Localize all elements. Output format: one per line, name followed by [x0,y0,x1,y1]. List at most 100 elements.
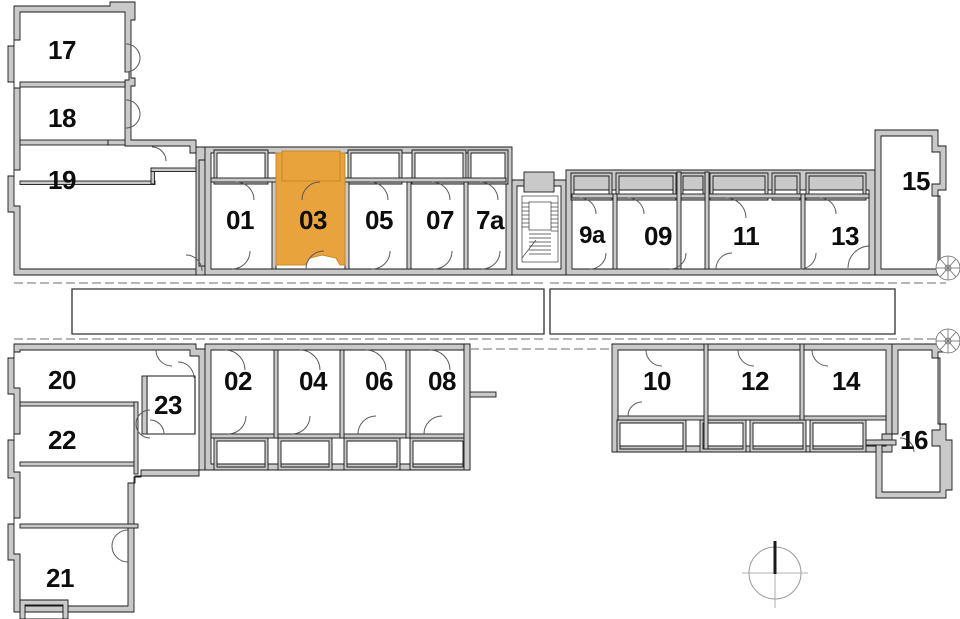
wall-10-12 [703,343,709,450]
south-stub [469,391,497,398]
wall-17-18 [19,81,126,88]
spiral-lower-treads [936,329,960,353]
spiral-staircase-lower [935,328,960,354]
room-label-11[interactable]: 11 [732,221,760,251]
room-label-07[interactable]: 07 [426,205,454,235]
room-label-20[interactable]: 20 [48,365,76,395]
door-16-n [899,437,915,453]
spiral-upper-treads [936,256,960,280]
wall-09-11 [676,171,682,270]
door-08-n [429,349,451,371]
wall-18-19 [19,139,109,146]
room-label-23[interactable]: 23 [154,390,182,420]
west-upper-outer-wall [7,1,206,276]
room-label-7a[interactable]: 7a [476,205,504,235]
door-10-n [645,349,663,367]
door-15-s [847,245,871,269]
wall-core-sep [704,171,710,270]
door-9a-n [579,197,597,215]
wall-south-bay-base [210,433,465,439]
door-04-s [291,415,311,435]
door-11-n [725,197,747,219]
door-07-s [433,250,453,270]
door-02-n [224,349,246,371]
stair-treads-bottom [529,233,551,255]
wall-se-bay-base [617,415,887,421]
door-14-n [811,349,829,367]
room-label-09[interactable]: 09 [644,221,672,251]
room-label-05[interactable]: 05 [365,205,393,235]
room-label-15[interactable]: 15 [902,166,930,196]
room-label-9a[interactable]: 9a [579,222,605,249]
door-02-s [227,415,247,435]
wall-04-06 [339,349,345,439]
door-03-s [305,250,325,270]
room-label-08[interactable]: 08 [428,366,456,396]
door-20-e [155,349,173,367]
room-label-02[interactable]: 02 [224,366,252,396]
corridor-dashed-edges [14,282,946,350]
door-23-n [177,361,195,379]
stairwell-upper-box [523,171,555,193]
stair-treads-right [551,202,558,232]
stair-diagonal [521,239,537,259]
door-21-e [111,529,129,563]
door-22-e [149,419,165,435]
spiral-staircase-upper [935,255,960,281]
highlighted-room-03[interactable] [275,150,346,266]
room-label-03[interactable]: 03 [299,205,327,235]
door-08-s [423,415,443,435]
south-wing-outer-wall [204,343,471,471]
stair-shaft [528,201,552,231]
door-03-n [301,181,321,201]
walls-group [7,1,953,619]
south-east-wing-outer-wall [611,343,893,453]
wall-east-connector [865,439,897,446]
wall-06-08 [405,349,411,439]
wall-12-14 [799,343,805,421]
room-label-06[interactable]: 06 [365,366,393,396]
door-7a-n [479,181,499,201]
wall-lower-v1 [133,401,139,475]
room-label-21[interactable]: 21 [46,563,74,593]
room-03-bay-top[interactable] [281,150,341,182]
door-18-e [125,99,141,129]
room-label-14[interactable]: 14 [832,366,860,396]
corridor-west [71,288,545,335]
wall-south-right-end [463,343,471,471]
north-arrow [742,541,808,608]
door-05-n [369,181,389,201]
wall-11-13 [800,193,806,270]
corridor-connectors [71,289,896,334]
wall-9a-09 [612,193,618,270]
room-label-16[interactable]: 16 [900,425,928,455]
door-13-n [819,197,837,215]
room-label-12[interactable]: 12 [741,366,769,396]
room-label-01[interactable]: 01 [226,205,254,235]
room-label-18[interactable]: 18 [48,103,76,133]
door-09-n [627,197,645,215]
room-label-04[interactable]: 04 [299,366,327,396]
wall-north-bay-base [210,177,507,183]
door-01-s [231,250,251,270]
stair-treads-left [522,202,529,228]
room-label-17[interactable]: 17 [48,35,76,65]
corridor-east [549,288,896,335]
wall-21-top [19,523,139,529]
room-label-10[interactable]: 10 [643,366,671,396]
room-label-19[interactable]: 19 [48,165,76,195]
wall-20-22 [19,401,139,407]
door-13-s [799,252,817,270]
wall-22-lower [19,461,139,467]
door-19-e [185,254,203,272]
wall-19-ledge [19,180,156,185]
room-label-22[interactable]: 22 [48,425,76,455]
room-label-13[interactable]: 13 [831,221,859,251]
door-west-vest [151,146,167,162]
door-23-w [135,409,151,439]
wall-02-04 [273,349,279,439]
wall-18-19-b [107,139,126,146]
wall-05-07 [406,177,412,270]
